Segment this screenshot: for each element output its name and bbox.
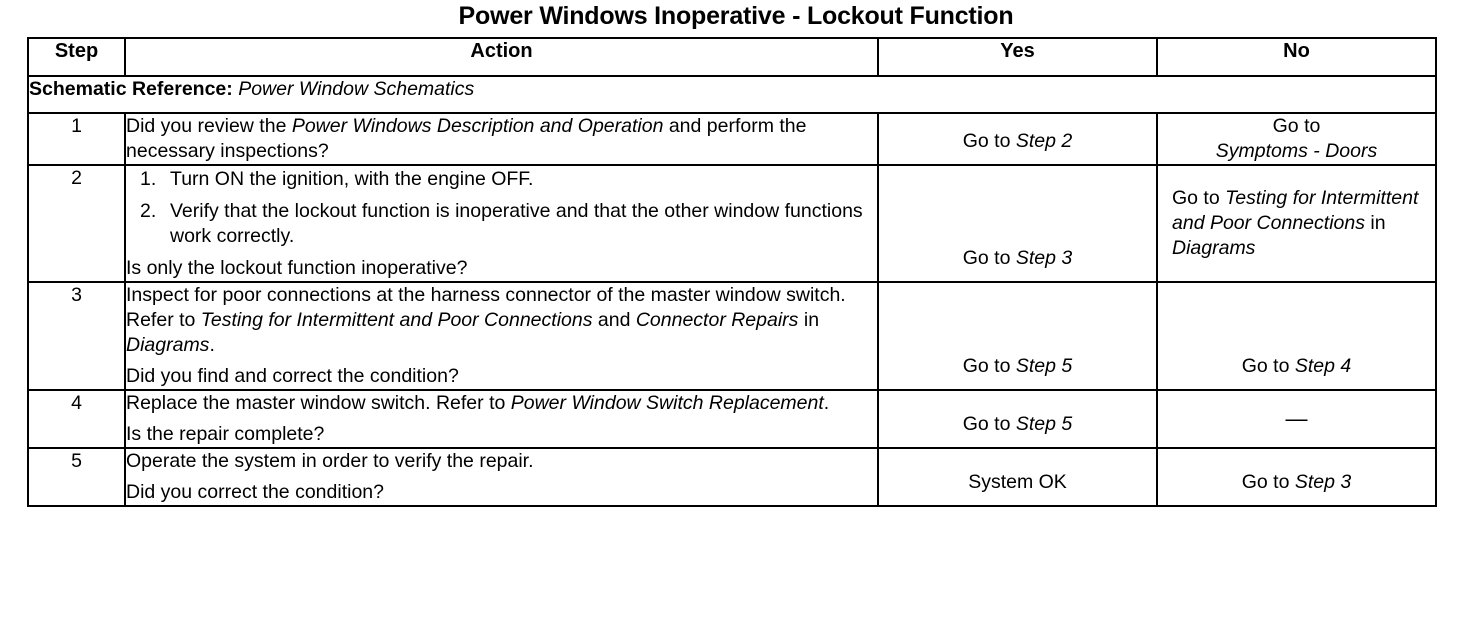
plain-text: in	[1364, 212, 1386, 234]
action-paragraph: Replace the master window switch. Refer …	[126, 391, 877, 416]
plain-text: Did you review the	[126, 115, 292, 137]
action-cell: Inspect for poor connections at the harn…	[124, 281, 879, 391]
emphasis-text: Step 4	[1294, 355, 1352, 377]
schematic-reference-value: Power Window Schematics	[238, 78, 475, 100]
action-cell: Replace the master window switch. Refer …	[124, 389, 879, 449]
no-result-cell: Go to Step 3	[1156, 447, 1437, 507]
action-list-item: 1. Turn ON the ignition, with the engine …	[126, 167, 877, 192]
plain-text: Go to	[962, 130, 1016, 152]
no-result-cell: Go to Testing for Intermittent and Poor …	[1156, 164, 1437, 283]
action-paragraph: Did you find and correct the condition?	[126, 364, 877, 389]
yes-result-cell: Go to Step 2	[877, 112, 1158, 166]
column-header-yes: Yes	[877, 37, 1158, 77]
emphasis-text: Diagrams	[126, 334, 210, 356]
column-header-action: Action	[124, 37, 879, 77]
action-list-item: 2. Verify that the lockout function is in…	[126, 199, 877, 249]
step-number-cell: 4	[27, 389, 126, 449]
emphasis-text: Step 5	[1015, 413, 1073, 435]
yes-result-cell: Go to Step 5	[877, 389, 1158, 449]
plain-text: Verify that the lockout function is inop…	[170, 200, 863, 247]
plain-text: in	[798, 309, 820, 331]
table-header-row: Step Action Yes No	[27, 37, 1437, 77]
plain-text: Go to	[962, 355, 1016, 377]
plain-text: Did you find and correct the condition?	[126, 365, 459, 387]
plain-text: Go to	[1241, 471, 1295, 493]
plain-text: Did you correct the condition?	[126, 481, 384, 503]
diagnostic-table: Step Action Yes No Schematic Reference: …	[27, 37, 1437, 507]
step-number-cell: 2	[27, 164, 126, 283]
emphasis-text: Connector Repairs	[635, 309, 799, 331]
plain-text: Operate the system in order to verify th…	[126, 450, 534, 472]
list-marker: 1.	[140, 168, 157, 190]
yes-result-cell: Go to Step 5	[877, 281, 1158, 391]
plain-text: and perform the necessary inspections?	[126, 115, 807, 162]
no-result-cell: Go to Step 4	[1156, 281, 1437, 391]
plain-text: .	[823, 392, 830, 414]
column-header-step: Step	[27, 37, 126, 77]
schematic-reference-cell: Schematic Reference: Power Window Schema…	[27, 75, 1437, 114]
emphasis-text: Diagrams	[1172, 237, 1256, 259]
emphasis-text: Testing for Intermittent and Poor Connec…	[200, 309, 593, 331]
table-body: Schematic Reference: Power Window Schema…	[27, 75, 1437, 507]
emphasis-text: Step 2	[1015, 130, 1073, 152]
yes-result-cell: Go to Step 3	[877, 164, 1158, 283]
emphasis-text: Step 5	[1015, 355, 1073, 377]
plain-text: Go to	[1241, 355, 1295, 377]
action-paragraph: Inspect for poor connections at the harn…	[126, 283, 877, 358]
action-paragraph: Operate the system in order to verify th…	[126, 449, 877, 474]
plain-text: and	[592, 309, 636, 331]
step-number-cell: 5	[27, 447, 126, 507]
plain-text: Go to	[962, 413, 1016, 435]
plain-text: Replace the master window switch. Refer …	[126, 392, 511, 414]
plain-text: Turn ON the ignition, with the engine OF…	[170, 168, 534, 190]
emphasis-text: Step 3	[1294, 471, 1352, 493]
emphasis-text: Testing for Intermittent and Poor Connec…	[1172, 187, 1419, 234]
plain-text: —	[1285, 405, 1308, 431]
list-marker: 2.	[140, 200, 157, 222]
emphasis-text: Symptoms - Doors	[1215, 140, 1378, 162]
step-number-cell: 3	[27, 281, 126, 391]
action-numbered-list: 1. Turn ON the ignition, with the engine …	[126, 167, 877, 249]
schematic-reference-row: Schematic Reference: Power Window Schema…	[27, 75, 1437, 114]
action-cell: Did you review the Power Windows Descrip…	[124, 112, 879, 166]
no-result-cell: —	[1156, 389, 1437, 449]
action-cell: 1. Turn ON the ignition, with the engine …	[124, 164, 879, 283]
action-paragraph: Did you review the Power Windows Descrip…	[126, 114, 877, 164]
action-paragraph: Did you correct the condition?	[126, 480, 877, 505]
emphasis-text: Step 3	[1015, 247, 1073, 269]
plain-text: Inspect for poor connections at the harn…	[126, 284, 846, 331]
schematic-reference-label: Schematic Reference:	[29, 78, 233, 100]
table-row: 2 1. Turn ON the ignition, with the engine…	[27, 164, 1437, 283]
step-number-cell: 1	[27, 112, 126, 166]
plain-text: Go to	[962, 247, 1016, 269]
yes-result-cell: System OK	[877, 447, 1158, 507]
no-result-cell: Go to Symptoms - Doors	[1156, 112, 1437, 166]
plain-text: Go to	[1272, 115, 1321, 137]
page-title: Power Windows Inoperative - Lockout Func…	[458, 2, 1014, 30]
plain-text: Is the repair complete?	[126, 423, 325, 445]
plain-text: Go to	[1172, 187, 1226, 209]
plain-text: .	[209, 334, 215, 356]
action-paragraph: Is only the lockout function inoperative…	[126, 256, 877, 281]
plain-text: Is only the lockout function inoperative…	[126, 257, 468, 279]
emphasis-text: Power Windows Description and Operation	[291, 115, 664, 137]
action-cell: Operate the system in order to verify th…	[124, 447, 879, 507]
plain-text: System OK	[968, 471, 1067, 493]
action-paragraph: Is the repair complete?	[126, 422, 877, 447]
emphasis-text: Power Window Switch Replacement	[510, 392, 824, 414]
column-header-no: No	[1156, 37, 1437, 77]
